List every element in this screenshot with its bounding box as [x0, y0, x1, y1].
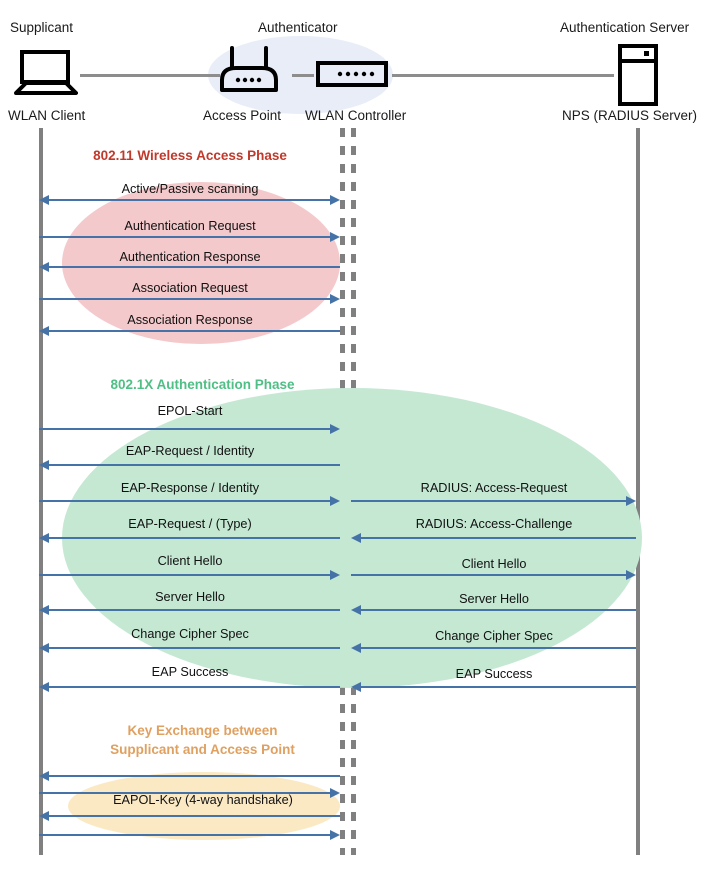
msg-label-eapol-key-handshake: EAPOL-Key (4-way handshake)	[113, 793, 293, 807]
msg-arrowhead-radius-access-challenge	[351, 533, 361, 543]
msg-label-authentication-request: Authentication Request	[124, 219, 256, 233]
msg-arrowhead-eap-success-right	[351, 682, 361, 692]
msg-label-client-hello-left: Client Hello	[157, 554, 223, 568]
msg-line-eapol-key-1	[45, 775, 340, 777]
msg-line-eapol-key-2	[39, 792, 333, 794]
msg-line-eapol-key-4	[39, 834, 333, 836]
actor-device-wlan-client: WLAN Client	[8, 108, 86, 123]
msg-arrowhead-eap-response-identity	[330, 496, 340, 506]
msg-line-association-request	[39, 298, 333, 300]
msg-label-epol-start: EPOL-Start	[157, 404, 223, 418]
msg-label-client-hello-right: Client Hello	[461, 557, 527, 571]
msg-arrowhead-radius-access-request	[626, 496, 636, 506]
msg-line-association-response	[45, 330, 340, 332]
msg-arrowhead-server-hello-right	[351, 605, 361, 615]
msg-line-eap-request-type	[45, 537, 340, 539]
msg-line-eap-request-identity	[45, 464, 340, 466]
msg-arrowhead-eapol-key-4	[330, 830, 340, 840]
msg-arrowhead-change-cipher-spec-right	[351, 643, 361, 653]
actor-device-wlan-controller: WLAN Controller	[305, 108, 407, 123]
msg-label-association-response: Association Response	[127, 313, 253, 327]
phase-title-dot1x-auth: 802.1X Authentication Phase	[110, 377, 295, 392]
msg-arrowhead-authentication-request	[330, 232, 340, 242]
msg-line-eap-success-right	[357, 686, 636, 688]
msg-label-change-cipher-spec-left: Change Cipher Spec	[131, 627, 249, 641]
msg-arrowhead-eap-success-left	[39, 682, 49, 692]
msg-arrowhead-authentication-response	[39, 262, 49, 272]
msg-arrowhead-epol-start	[330, 424, 340, 434]
actor-role-supplicant: Supplicant	[10, 20, 74, 35]
msg-label-eap-request-type: EAP-Request / (Type)	[128, 517, 252, 531]
msg-line-authentication-response	[45, 266, 340, 268]
msg-arrowhead-change-cipher-spec-left	[39, 643, 49, 653]
msg-arrowhead-eapol-key-2	[330, 788, 340, 798]
msg-label-change-cipher-spec-right: Change Cipher Spec	[435, 629, 553, 643]
msg-line-client-hello-left	[39, 574, 333, 576]
wire-controller-to-nps	[392, 74, 614, 77]
msg-label-server-hello-right: Server Hello	[459, 592, 529, 606]
msg-label-eap-response-identity: EAP-Response / Identity	[120, 481, 260, 495]
msg-line-eapol-key-3	[45, 815, 340, 817]
msg-line-radius-access-request	[351, 500, 630, 502]
phase-title-wireless-access: 802.11 Wireless Access Phase	[93, 148, 287, 163]
msg-label-eap-request-identity: EAP-Request / Identity	[125, 444, 255, 458]
msg-line-change-cipher-spec-right	[357, 647, 636, 649]
msg-label-authentication-response: Authentication Response	[119, 250, 261, 264]
laptop-icon	[14, 50, 78, 101]
msg-arrowhead-association-response	[39, 326, 49, 336]
msg-arrowhead-active-passive-scanning-right	[330, 195, 340, 205]
wlan-controller-icon	[316, 61, 388, 92]
msg-line-authentication-request	[39, 236, 333, 238]
msg-label-radius-access-request: RADIUS: Access-Request	[420, 481, 568, 495]
lifeline-authserver	[636, 128, 640, 855]
msg-line-radius-access-challenge	[357, 537, 636, 539]
msg-arrowhead-client-hello-right	[626, 570, 636, 580]
phase-blob-key-exchange	[68, 772, 340, 840]
msg-arrowhead-eap-request-type	[39, 533, 49, 543]
actor-device-nps: NPS (RADIUS Server)	[562, 108, 698, 123]
msg-line-eap-response-identity	[39, 500, 333, 502]
wire-ap-to-controller	[292, 74, 314, 77]
access-point-icon	[216, 46, 282, 99]
actor-role-authenticator: Authenticator	[258, 20, 338, 35]
msg-arrowhead-eapol-key-3	[39, 811, 49, 821]
msg-arrowhead-server-hello-left	[39, 605, 49, 615]
msg-arrowhead-eap-request-identity	[39, 460, 49, 470]
msg-label-association-request: Association Request	[132, 281, 248, 295]
msg-line-server-hello-left	[45, 609, 340, 611]
msg-label-server-hello-left: Server Hello	[155, 590, 225, 604]
msg-arrowhead-active-passive-scanning-left	[39, 195, 49, 205]
msg-label-radius-access-challenge: RADIUS: Access-Challenge	[415, 517, 573, 531]
msg-line-eap-success-left	[45, 686, 340, 688]
msg-line-client-hello-right	[351, 574, 630, 576]
phase-title-key-exchange: Key Exchange between Supplicant and Acce…	[110, 723, 295, 757]
wire-client-to-ap	[80, 74, 220, 77]
msg-line-change-cipher-spec-left	[45, 647, 340, 649]
actor-device-access-point: Access Point	[203, 108, 282, 123]
server-icon	[616, 44, 660, 111]
phase-blob-wireless-access	[62, 182, 340, 344]
msg-label-eap-success-left: EAP Success	[151, 665, 229, 679]
msg-label-active-passive-scanning: Active/Passive scanning	[121, 182, 259, 196]
actor-role-authserver: Authentication Server	[560, 20, 690, 35]
msg-line-server-hello-right	[357, 609, 636, 611]
msg-line-active-passive-scanning	[45, 199, 335, 201]
msg-label-eap-success-right: EAP Success	[455, 667, 533, 681]
lifeline-supplicant	[39, 128, 43, 855]
msg-arrowhead-eapol-key-1	[39, 771, 49, 781]
msg-line-epol-start	[39, 428, 333, 430]
msg-arrowhead-client-hello-left	[330, 570, 340, 580]
msg-arrowhead-association-request	[330, 294, 340, 304]
